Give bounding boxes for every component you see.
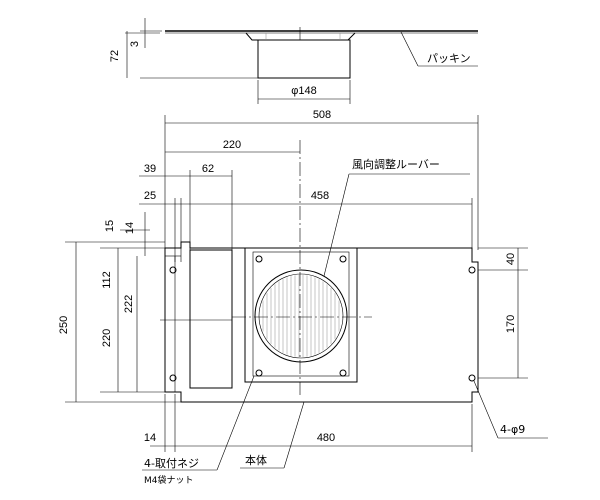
- holes-label: 4-φ9: [500, 423, 525, 436]
- gasket-ring: [245, 32, 356, 41]
- dim-222-label: 222: [123, 295, 135, 313]
- body-outline: [164, 241, 479, 403]
- dim-458: 458 25: [139, 190, 473, 262]
- body-label: 本体: [245, 453, 267, 467]
- fan-circle: [254, 269, 348, 363]
- louver-label: 風向調整ルーバー: [352, 157, 440, 171]
- louver-callout: 風向調整ルーバー: [323, 157, 470, 277]
- dim-40-label: 40: [505, 253, 517, 265]
- dim-left: 250 112 220 222 15 14: [58, 212, 181, 403]
- mount-hole-icon: [468, 374, 476, 382]
- dim-220-left-label: 220: [101, 329, 113, 347]
- louver-circle: [258, 273, 344, 359]
- dim-62-label: 62: [202, 163, 214, 175]
- dim-right: 40 170: [478, 247, 528, 379]
- louver-slats: [262, 275, 340, 357]
- dim-72-label: 72: [109, 50, 121, 62]
- fan-housing-side: [257, 39, 351, 79]
- dim-250-label: 250: [58, 316, 70, 334]
- dim-25-label: 25: [144, 190, 156, 202]
- dim-112-label: 112: [101, 271, 113, 289]
- fan-frame: [252, 251, 350, 377]
- screw-icon: [255, 369, 263, 377]
- packing-callout: パッキン: [400, 31, 478, 67]
- dim-220-top-label: 220: [223, 139, 241, 151]
- screw-icon: [255, 255, 263, 263]
- fan-panel: [244, 247, 358, 383]
- dim-220-top: 220: [165, 139, 300, 153]
- dim-phi148: φ148: [257, 80, 351, 104]
- dim-14-bottom-label: 14: [144, 432, 156, 444]
- body-callout: 本体: [240, 401, 305, 469]
- mount-hole-icon: [169, 266, 177, 274]
- mount-nut-label: M4袋ナット: [144, 474, 194, 486]
- dim-15-label: 15: [104, 220, 116, 232]
- dim-508-label: 508: [313, 109, 331, 121]
- dim-508: 508: [164, 109, 479, 250]
- dim-170-label: 170: [505, 315, 517, 333]
- dim-bottom: 14 480: [144, 394, 473, 452]
- side-view: [165, 27, 478, 79]
- dim-458-label: 458: [311, 190, 329, 202]
- dim-39-label: 39: [144, 163, 156, 175]
- packing-label: パッキン: [427, 52, 471, 65]
- mount-screw-label: 4-取付ネジ: [144, 457, 199, 470]
- dim-14-top-label: 14: [124, 222, 136, 234]
- dim-3-label: 3: [129, 41, 141, 47]
- dim-72-3: 72 3: [109, 18, 258, 79]
- dim-phi148-label: φ148: [291, 85, 317, 97]
- mount-hole-icon: [169, 374, 177, 382]
- mount-hole-icon: [468, 266, 476, 274]
- screw-icon: [339, 255, 347, 263]
- front-view: [160, 140, 479, 403]
- dim-39-62: 39 62: [139, 163, 233, 250]
- screw-icon: [339, 369, 347, 377]
- holes-callout: 4-φ9: [473, 380, 548, 439]
- mount-screw-callout: 4-取付ネジ M4袋ナット: [142, 375, 255, 486]
- bracket-box: [189, 249, 233, 389]
- dim-480-label: 480: [317, 432, 335, 444]
